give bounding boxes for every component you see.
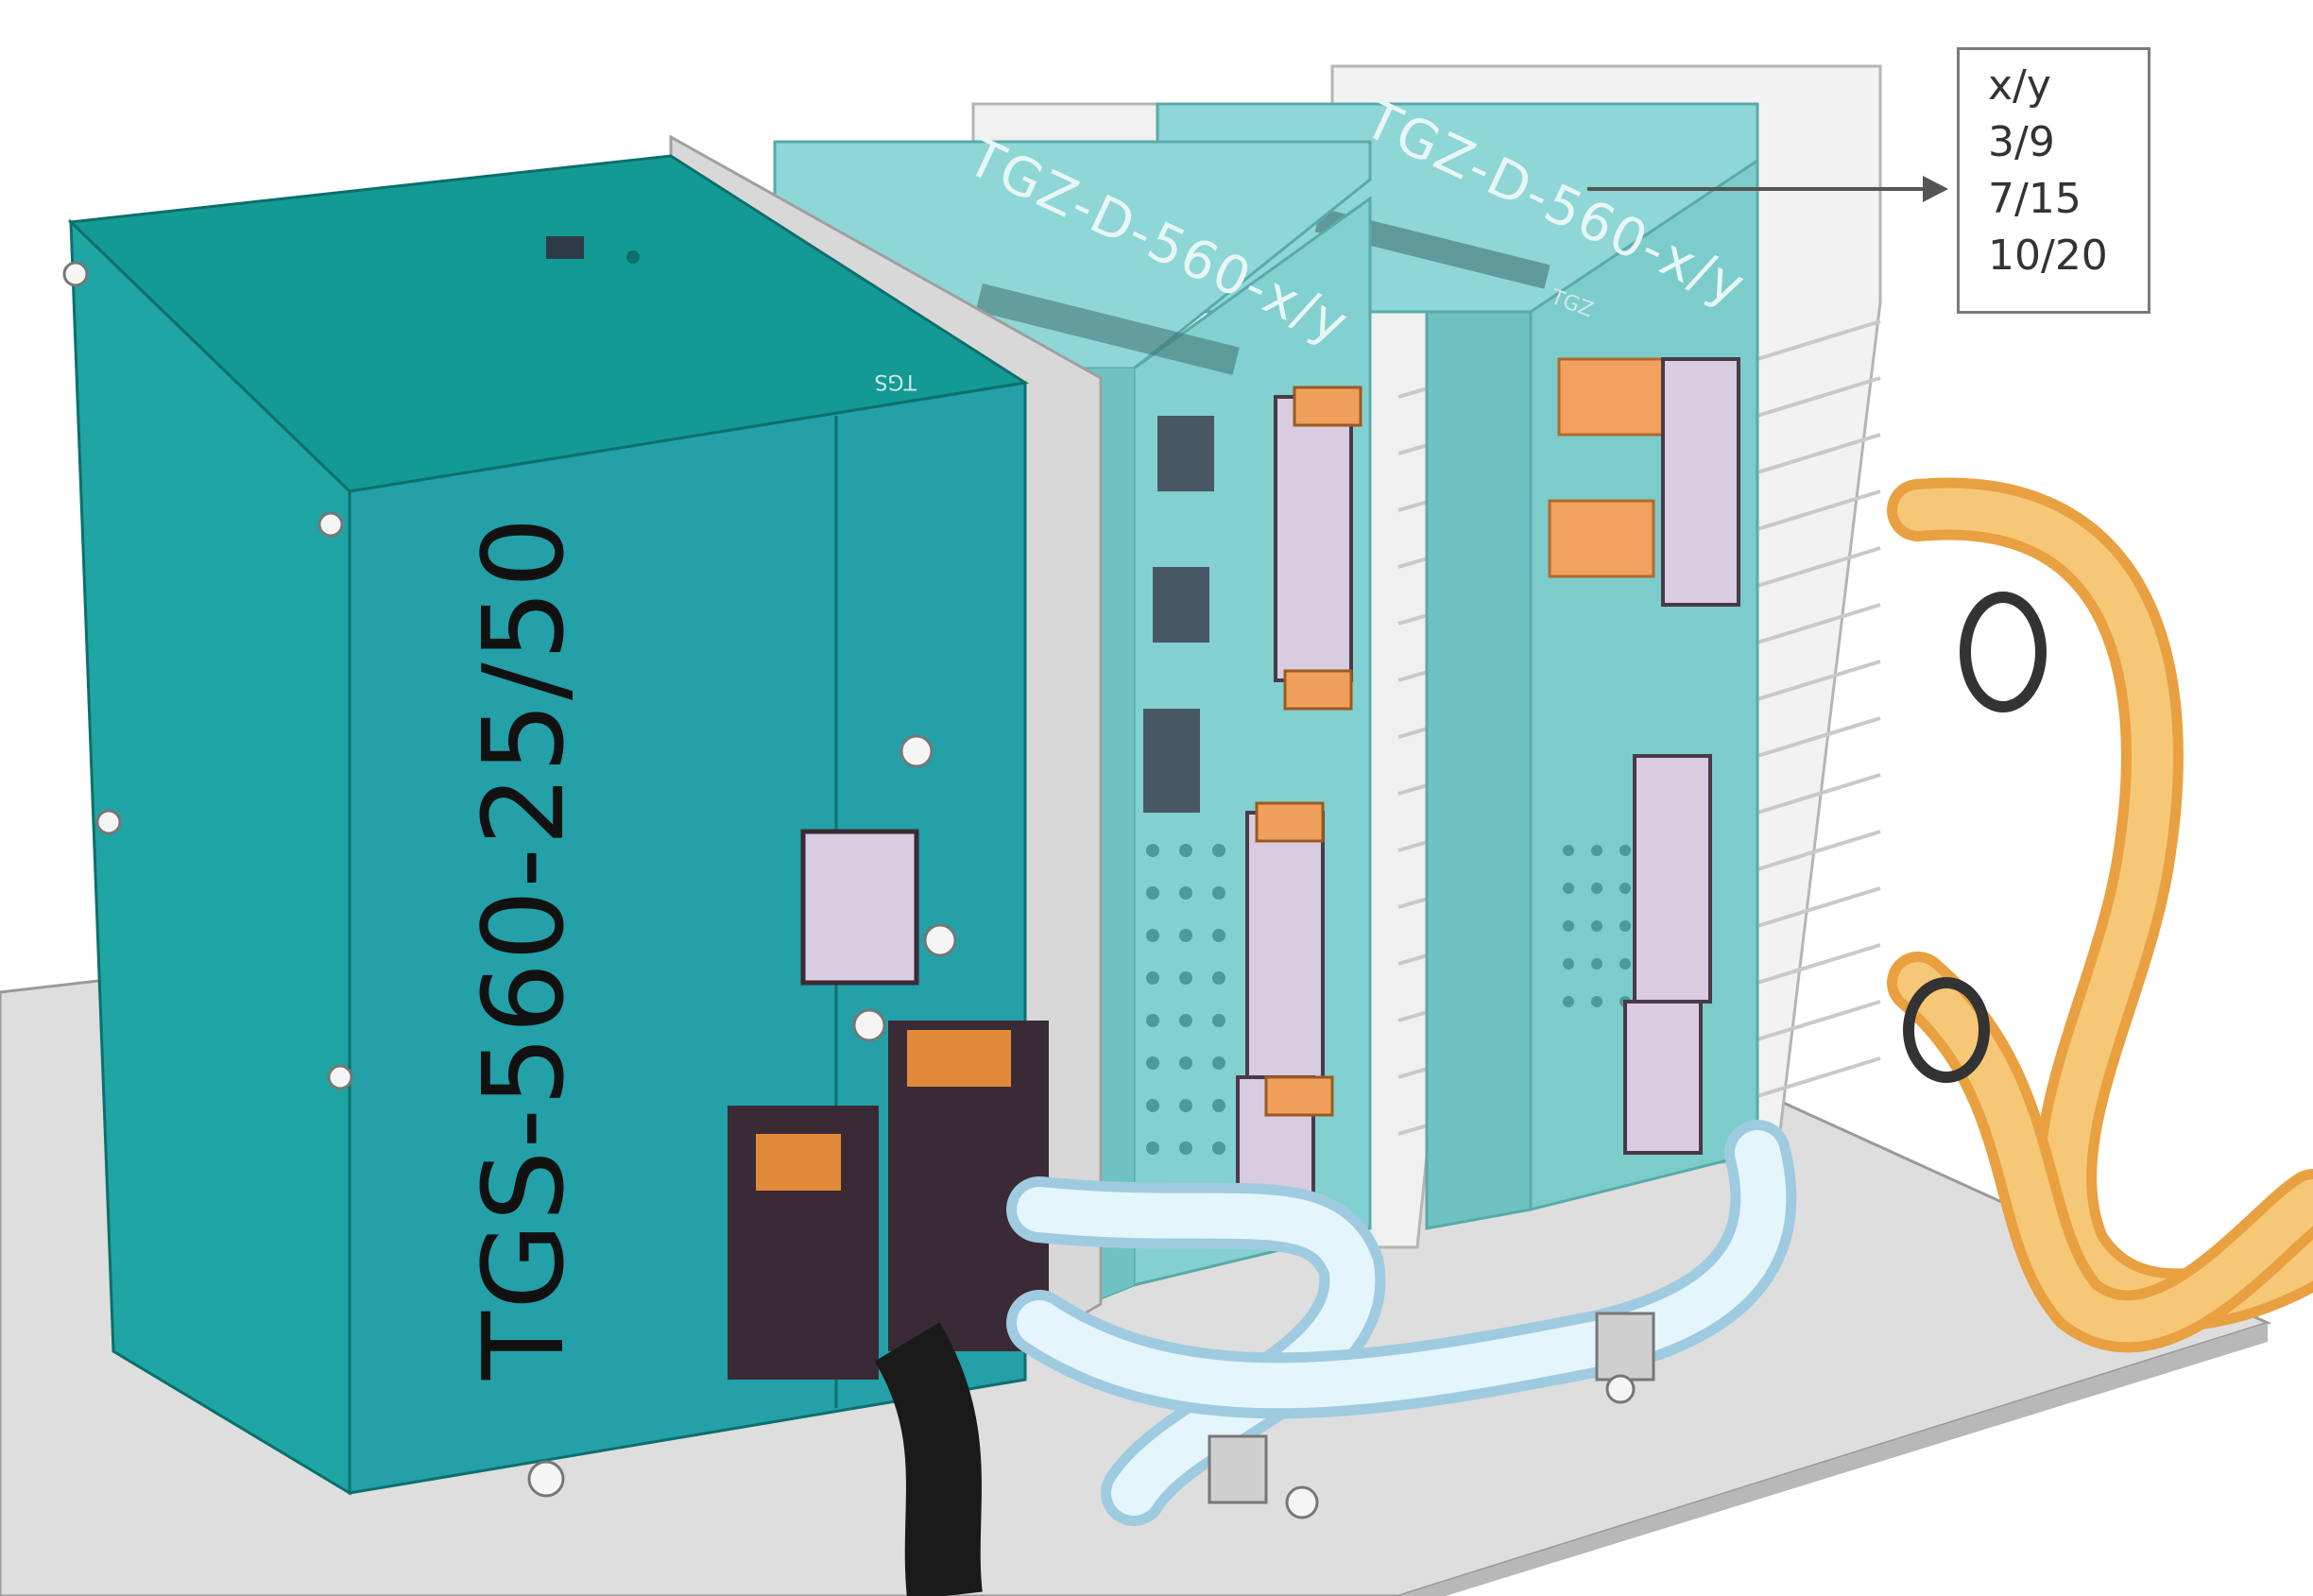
status-led [626,250,640,264]
variant-table: x/y 3/9 7/15 10/20 [1957,47,2150,314]
variant-row: 7/15 [1988,175,2082,223]
cable-clamp-1 [1208,1434,1268,1504]
light-cable-bundle [1006,1120,1797,1526]
cable-clamp-2 [1595,1312,1655,1381]
slave1-vent-holes [1146,844,1225,1155]
slave2-relay-bottom [1548,499,1655,578]
slave2-terminal-block-1 [1661,357,1740,607]
slave2-terminal-block-2 [1633,754,1712,1004]
main-module-label: TGS-560-25/50 [458,515,589,1381]
variant-pointer-arrow [1587,176,1948,202]
main-badge: TGS [875,369,917,393]
variant-header: x/y [1988,61,2051,110]
slave1-port-1 [1157,416,1214,491]
slave1-terminal-block-2 [1245,811,1325,1098]
slave1-port-2 [1153,567,1209,643]
main-module: TGS TGS-560-25/50 [62,154,1049,1496]
slave2-relay-top [1557,357,1665,437]
variant-row: 10/20 [1988,232,2108,280]
main-signal-connector [800,829,919,986]
slave1-port-3 [1143,709,1200,813]
black-cable [874,1322,983,1596]
mounting-screws [62,261,957,1090]
slave1-terminal-block-1 [1274,395,1353,682]
orange-cable-bundle [1887,477,2313,1353]
base-plate-edge [1398,1323,2268,1596]
slave2-vent-holes [1563,845,1631,1007]
variant-row: 3/9 [1988,118,2055,166]
slave2-terminal-block-3 [1623,1000,1703,1155]
usb-port [546,236,584,259]
base-screws [527,1374,1636,1519]
slave-module-2: TGZ-D-560-x/y TGZ [1156,88,1759,1230]
